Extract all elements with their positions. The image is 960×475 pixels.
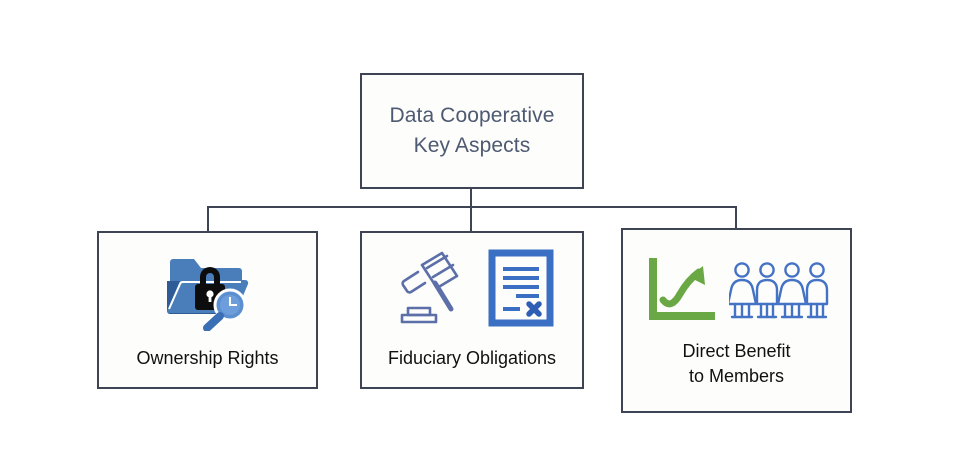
person-4-legs-icon <box>809 302 824 319</box>
gavel-head-line-2-icon <box>431 263 455 279</box>
document-line-4-icon <box>516 294 539 298</box>
document-line-2-icon <box>503 276 539 280</box>
people-group-icon <box>728 262 828 319</box>
document-x-mark-icon <box>526 301 542 317</box>
chart-axes-icon <box>648 258 715 320</box>
document-border-icon <box>488 249 554 327</box>
node-ownership-rights-icons <box>99 233 316 343</box>
node-direct-benefit-to-members[interactable]: Direct Benefit to Members <box>621 228 852 413</box>
lock-shackle-icon <box>199 267 220 285</box>
gavel-handle-icon <box>432 280 454 312</box>
person-1-body-icon <box>728 278 757 306</box>
person-2-legs-icon <box>759 302 774 319</box>
person-4-head-icon <box>808 262 825 278</box>
node-fiduciary-obligations-label: Fiduciary Obligations <box>387 348 557 368</box>
node-direct-benefit-label: Direct Benefit to Members <box>682 341 791 386</box>
gavel-head-icon <box>420 251 459 290</box>
person-3-body-icon <box>776 278 807 306</box>
connector-horizontal-bus <box>207 206 737 208</box>
person-3-legs-icon <box>783 302 800 319</box>
chart-arrow-head-icon <box>688 266 705 285</box>
magnifier-clock-hands-icon <box>228 297 237 306</box>
folder-lock-magnifier-icon <box>166 259 248 331</box>
connector-root-stem <box>470 188 472 208</box>
lock-keyslot-icon <box>208 295 211 302</box>
gavel-head-line-1-icon <box>425 254 449 270</box>
person-3-head-icon <box>783 262 800 278</box>
person-1-legs-icon <box>733 302 750 319</box>
connector-drop-left <box>207 206 209 232</box>
node-fiduciary-obligations[interactable]: Fiduciary Obligations <box>360 231 584 389</box>
gavel-icon <box>400 251 459 324</box>
magnifier-handle-icon <box>202 312 224 331</box>
connector-drop-middle <box>470 206 472 232</box>
lock-keyhole-icon <box>205 290 214 298</box>
person-1-head-icon <box>733 262 750 278</box>
growth-chart-icon <box>648 258 715 320</box>
root-node-label: Data Cooperative Key Aspects <box>389 104 555 157</box>
person-4-body-icon <box>805 278 828 306</box>
person-2-head-icon <box>758 262 775 278</box>
node-direct-benefit-icons <box>623 230 850 348</box>
document-line-1-icon <box>503 267 539 271</box>
connector-drop-right <box>735 206 737 230</box>
document-line-3-icon <box>503 285 539 289</box>
root-node[interactable]: Data Cooperative Key Aspects <box>360 73 584 189</box>
document-x-icon <box>488 249 554 327</box>
person-2-body-icon <box>755 278 778 306</box>
node-ownership-rights[interactable]: Ownership Rights <box>97 231 318 389</box>
document-dash-icon <box>503 307 520 311</box>
node-fiduciary-obligations-icons <box>362 233 582 343</box>
gavel-neck-icon <box>401 270 427 294</box>
folder-highlight <box>167 281 241 310</box>
gavel-block-top-icon <box>406 306 432 317</box>
node-ownership-rights-label: Ownership Rights <box>136 348 279 368</box>
